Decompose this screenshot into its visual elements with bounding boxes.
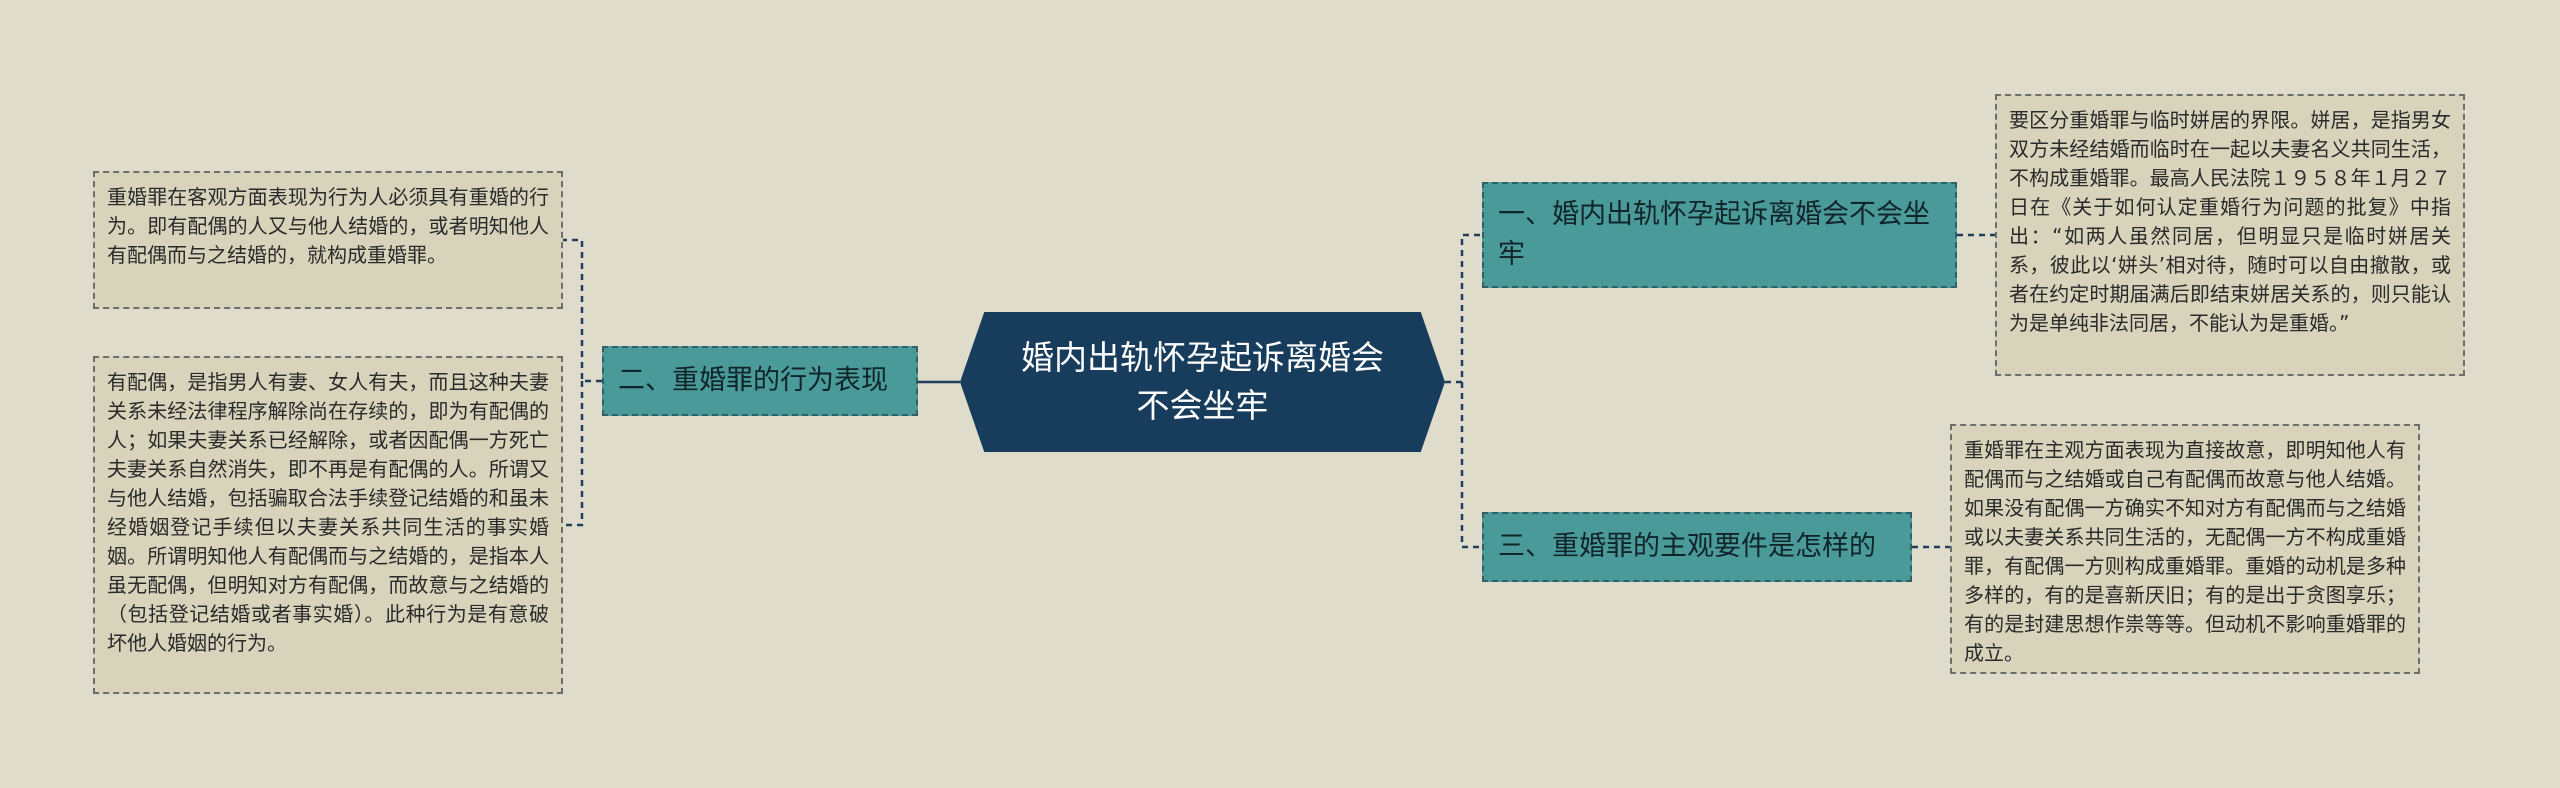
leaf-note-3[interactable]: 有配偶，是指男人有妻、女人有夫，而且这种夫妻关系未经法律程序解除尚在存续的，即为…: [93, 356, 563, 694]
leaf-note-2-text: 重婚罪在客观方面表现为行为人必须具有重婚的行为。即有配偶的人又与他人结婚的，或者…: [107, 185, 549, 267]
leaf-note-4[interactable]: 重婚罪在主观方面表现为直接故意，即明知他人有配偶而与之结婚或自己有配偶而故意与他…: [1950, 424, 2420, 674]
root-topic[interactable]: 婚内出轨怀孕起诉离婚会不会坐牢: [960, 312, 1445, 452]
connector-root-branch-1: [1445, 233, 1482, 384]
connector-root-branch-3: [1460, 382, 1482, 549]
connector-branch-2-leaf-2: [563, 238, 602, 383]
leaf-note-2[interactable]: 重婚罪在客观方面表现为行为人必须具有重婚的行为。即有配偶的人又与他人结婚的，或者…: [93, 171, 563, 309]
branch-topic-3-label: 三、重婚罪的主观要件是怎样的: [1498, 531, 1876, 562]
leaf-note-4-text: 重婚罪在主观方面表现为直接故意，即明知他人有配偶而与之结婚或自己有配偶而故意与他…: [1964, 438, 2406, 665]
branch-topic-1[interactable]: 一、婚内出轨怀孕起诉离婚会不会坐牢: [1482, 182, 1957, 288]
branch-topic-3[interactable]: 三、重婚罪的主观要件是怎样的: [1482, 512, 1912, 582]
branch-topic-1-label: 一、婚内出轨怀孕起诉离婚会不会坐牢: [1498, 199, 1930, 270]
branch-topic-2[interactable]: 二、重婚罪的行为表现: [602, 346, 918, 416]
leaf-note-1[interactable]: 要区分重婚罪与临时姘居的界限。姘居，是指男女双方未经结婚而临时在一起以夫妻名义共…: [1995, 94, 2465, 376]
connector-branch-2-leaf-3: [563, 381, 584, 527]
leaf-note-1-text: 要区分重婚罪与临时姘居的界限。姘居，是指男女双方未经结婚而临时在一起以夫妻名义共…: [2009, 108, 2451, 335]
branch-topic-2-label: 二、重婚罪的行为表现: [618, 365, 888, 396]
leaf-note-3-text: 有配偶，是指男人有妻、女人有夫，而且这种夫妻关系未经法律程序解除尚在存续的，即为…: [107, 370, 549, 655]
root-topic-label: 婚内出轨怀孕起诉离婚会不会坐牢: [1021, 338, 1384, 425]
